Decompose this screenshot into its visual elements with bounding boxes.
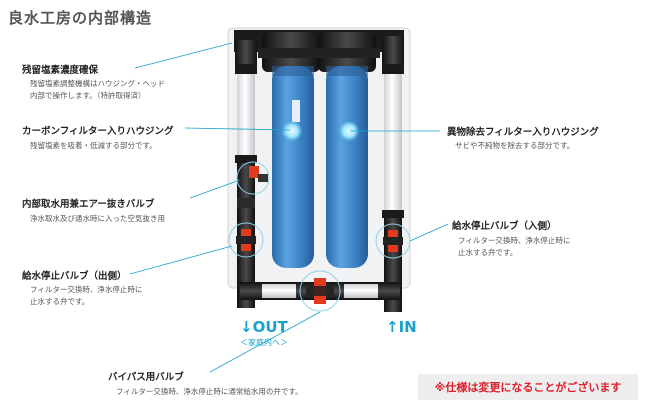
inlet-pipe: [382, 36, 404, 312]
outlet-valve: [228, 222, 264, 258]
carbon-filter-housing: [272, 66, 314, 268]
outlet-valve-desc: フィルター交換時、浄水停止時に 止水する弁です。: [30, 285, 143, 306]
in-flow-label: ↑IN: [386, 318, 417, 336]
bypass-label: バイパス用バルブ: [108, 372, 184, 383]
sediment-marker: [339, 121, 359, 141]
sediment-label: 異物除去フィルター入りハウジング: [447, 127, 599, 138]
chlorine-label: 残留塩素濃度確保: [22, 65, 99, 76]
bypass-desc: フィルター交換時、浄水停止時に通常給水用の弁です。: [116, 387, 303, 396]
bypass-valve: [299, 270, 341, 312]
housing-heads: [258, 32, 380, 72]
inlet-valve-desc: フィルター交換時、浄水停止時に 止水する弁です。: [458, 236, 571, 257]
air-valve-desc: 浄水取水及び通水時に入った空気抜き用: [30, 214, 165, 223]
chlorine-desc: 残留塩素調整機構はハウジング・ヘッド 内部で操作します。（特許取得済）: [30, 79, 165, 100]
spec-change-notice: ※仕様は変更になることがございます: [418, 374, 638, 400]
sediment-desc: サビや不純物を除去する部分です。: [455, 141, 575, 150]
out-flow-sub: ＜家庭内へ＞: [240, 338, 288, 347]
inlet-valve-label: 給水停止バルブ（入側）: [452, 221, 557, 232]
page-title: 良水工房の内部構造: [8, 9, 153, 27]
carbon-label: カーボンフィルター入りハウジング: [22, 126, 174, 137]
air-valve: [236, 161, 270, 195]
out-flow-label: ↓OUT: [240, 318, 288, 336]
outlet-valve-label: 給水停止バルブ（出側）: [22, 271, 127, 282]
sediment-filter-housing: [326, 66, 368, 268]
leader-lines: [129, 42, 449, 373]
carbon-marker: [282, 121, 302, 141]
carbon-desc: 残留塩素を吸着・低減する部分です。: [30, 141, 157, 150]
air-valve-label: 内部取水用兼エアー抜きバルブ: [22, 199, 155, 210]
